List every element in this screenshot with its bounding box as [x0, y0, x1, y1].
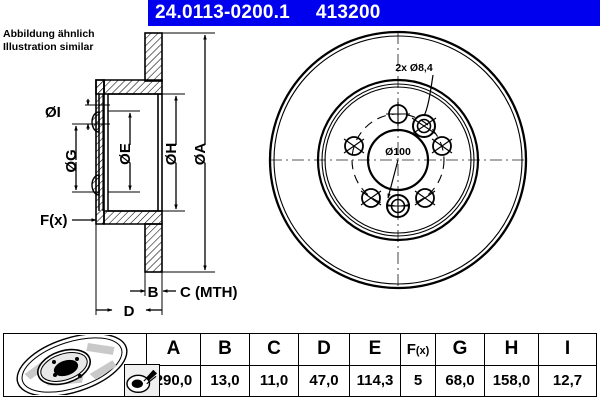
specification-table: A B C D E F(x) G H I 290,0 13,0 11,0 47,… — [3, 333, 597, 397]
rotor-body-outline — [108, 93, 163, 212]
label-b: B — [148, 284, 159, 301]
label-dia-i: ØI — [45, 104, 61, 121]
label-dia-e: ØE — [117, 143, 134, 165]
dimension-dia-h: ØH — [158, 93, 185, 212]
table-value-c: 11,0 — [249, 364, 299, 397]
hub-outer-circle — [324, 86, 472, 234]
table-value-d: 47,0 — [298, 364, 350, 397]
table-value-g: 68,0 — [435, 364, 485, 397]
technical-drawing-svg: ØI ØG ØE — [40, 30, 528, 320]
friction-ring-upper — [103, 79, 163, 95]
rotor-rim-lower — [144, 223, 163, 273]
illustration-similar-note: Abbildung ähnlich Illustration similar — [3, 28, 95, 53]
table-header-fx: F(x) — [400, 333, 436, 366]
disc-tool-icon — [124, 364, 160, 397]
lug-hole — [360, 188, 382, 208]
annotation-center-bore: Ø100 — [385, 146, 411, 199]
brake-disc-icon — [16, 335, 128, 395]
product-image-cell — [3, 333, 160, 397]
friction-ring-lower — [103, 210, 163, 225]
dimension-c-mth: C (MTH) — [180, 284, 237, 301]
hub-bolt-holes — [91, 111, 100, 196]
table-header-g: G — [435, 333, 485, 366]
part-number: 24.0113-0200.1 — [155, 2, 290, 23]
table-header-h: H — [484, 333, 539, 366]
label-d: D — [124, 303, 135, 320]
label-c-mth: C (MTH) — [180, 284, 237, 301]
threaded-hole — [386, 194, 410, 218]
dimension-dia-a: ØA — [162, 32, 215, 273]
lug-holes — [343, 102, 453, 208]
lug-hole — [343, 136, 365, 156]
dimension-d: D — [95, 224, 163, 320]
dimension-b: B — [130, 272, 176, 301]
dimension-fx: F(x) — [40, 212, 97, 229]
title-bar: 24.0113-0200.1 413200 — [148, 0, 600, 26]
label-fx: F(x) — [40, 212, 68, 229]
dimension-dia-g: ØG — [63, 123, 100, 193]
table-value-h: 158,0 — [484, 364, 539, 397]
table-header-b: B — [200, 333, 250, 366]
friction-ring-circle — [316, 78, 480, 242]
friction-ring-circle-inner — [321, 83, 475, 237]
lug-hole — [386, 102, 410, 126]
dimension-dia-e: ØE — [108, 110, 140, 193]
threaded-hole — [411, 114, 437, 138]
label-dia-g: ØG — [63, 149, 80, 172]
table-value-fx: 5 — [400, 364, 436, 397]
table-value-b: 13,0 — [200, 364, 250, 397]
table-header-i: I — [538, 333, 597, 366]
table-value-i: 12,7 — [538, 364, 597, 397]
table-value-e: 114,3 — [349, 364, 401, 397]
cross-section-view: ØI ØG ØE — [40, 32, 237, 320]
table-header-a: A — [146, 333, 201, 366]
annotation-holes: 2x Ø8,4 — [395, 62, 434, 117]
center-bore-circle — [366, 128, 430, 192]
lug-hole — [431, 136, 453, 156]
disc-outer-circle — [268, 30, 528, 290]
rotor-rim-upper — [144, 32, 163, 82]
table-header-e: E — [349, 333, 401, 366]
label-2x-dia84: 2x Ø8,4 — [395, 62, 433, 74]
disc-outer-circle-inner — [273, 35, 523, 285]
table-header-row: A B C D E F(x) G H I — [3, 333, 597, 397]
label-dia100: Ø100 — [385, 146, 411, 158]
article-number: 413200 — [315, 2, 381, 23]
fx-main: F — [406, 340, 416, 358]
lug-hole — [414, 188, 436, 208]
label-dia-a: ØA — [192, 143, 209, 166]
front-view: 2x Ø8,4 Ø100 — [268, 30, 528, 290]
table-header-c: C — [249, 333, 299, 366]
label-dia-h: ØH — [163, 143, 180, 166]
table-header-d: D — [298, 333, 350, 366]
fx-sub: (x) — [415, 344, 430, 357]
